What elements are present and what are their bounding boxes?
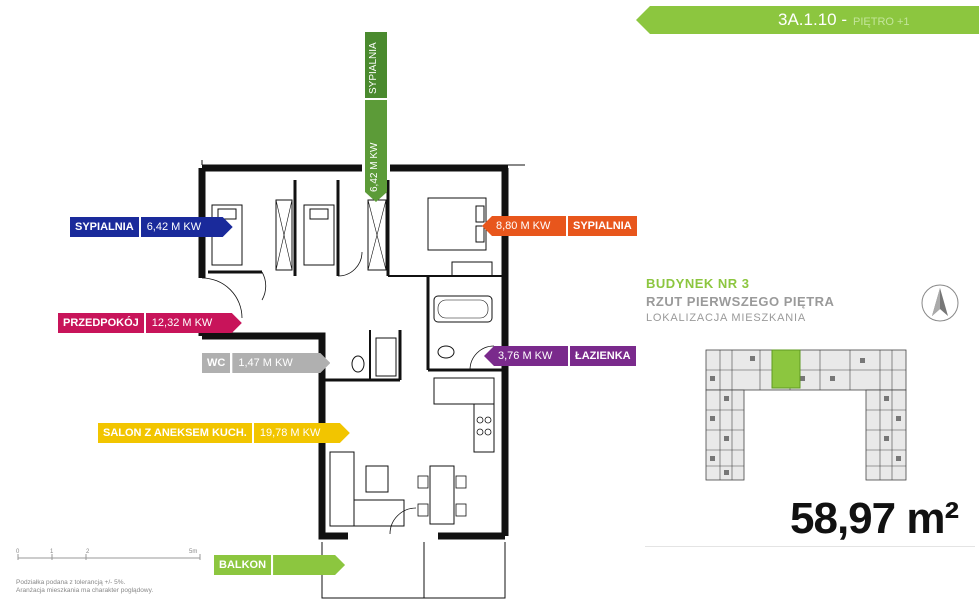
room-label-balcony: BALKON xyxy=(214,555,345,575)
room-name: WC xyxy=(202,353,231,373)
room-label-living-kitchen: SALON Z ANEKSEM KUCH. 19,78 M KW xyxy=(98,423,350,443)
room-area: 1,47 M KW xyxy=(232,353,330,373)
apartment-code-tag: 3A.1.10 - PIĘTRO +1 xyxy=(636,6,979,34)
scale-note-line-2: Aranżacja mieszkania ma charakter pogląd… xyxy=(16,587,154,594)
room-area: 12,32 M KW xyxy=(146,313,242,333)
scale-tick-2: 2 xyxy=(86,549,90,555)
scale-tick-5m: 5m xyxy=(189,549,198,555)
room-name: ŁAZIENKA xyxy=(570,346,636,366)
scale-note: Podziałka podana z tolerancją +/- 5%. Ar… xyxy=(16,579,153,595)
room-label-wc: WC 1,47 M KW xyxy=(202,353,330,373)
room-area: 6,42 M KW xyxy=(369,142,380,192)
room-area: 3,76 M KW xyxy=(484,346,568,366)
room-name: BALKON xyxy=(214,555,272,575)
scale-tick-0: 0 xyxy=(16,549,20,555)
room-label-bathroom: 3,76 M KW ŁAZIENKA xyxy=(484,346,636,366)
building-title: BUDYNEK NR 3 xyxy=(646,276,750,291)
room-area: 8,80 M KW xyxy=(482,216,566,236)
apartment-location-highlight xyxy=(771,349,801,389)
apartment-code: 3A.1.10 - xyxy=(778,10,847,29)
floor-plan-subtitle: RZUT PIERWSZEGO PIĘTRA xyxy=(646,294,835,309)
room-label-bedroom-3: 8,80 M KW SYPIALNIA xyxy=(482,216,637,236)
room-area: 19,78 M KW xyxy=(254,423,350,443)
building-location-map xyxy=(705,349,907,481)
north-arrow-icon xyxy=(921,284,959,322)
room-name: SYPIALNIA xyxy=(70,217,139,237)
room-label-bedroom-2: SYPIALNIA 6,42 M KW xyxy=(365,32,387,202)
scale-bar xyxy=(17,554,201,560)
room-label-hallway: PRZEDPOKÓJ 12,32 M KW xyxy=(58,313,242,333)
room-name: SYPIALNIA xyxy=(368,42,379,94)
room-area: 6,42 M KW xyxy=(141,217,233,237)
room-area xyxy=(273,555,345,575)
scale-note-line-1: Podziałka podana z tolerancją +/- 5%. xyxy=(16,579,126,586)
floor-label: PIĘTRO +1 xyxy=(853,16,910,28)
room-label-bedroom-1: SYPIALNIA 6,42 M KW xyxy=(70,217,233,237)
total-area: 58,97 m² xyxy=(790,494,959,543)
location-label: LOKALIZACJA MIESZKANIA xyxy=(646,312,807,324)
scale-tick-1: 1 xyxy=(50,549,54,555)
room-name: PRZEDPOKÓJ xyxy=(58,313,144,333)
room-name: SALON Z ANEKSEM KUCH. xyxy=(98,423,252,443)
divider xyxy=(645,546,975,547)
room-name: SYPIALNIA xyxy=(568,216,637,236)
